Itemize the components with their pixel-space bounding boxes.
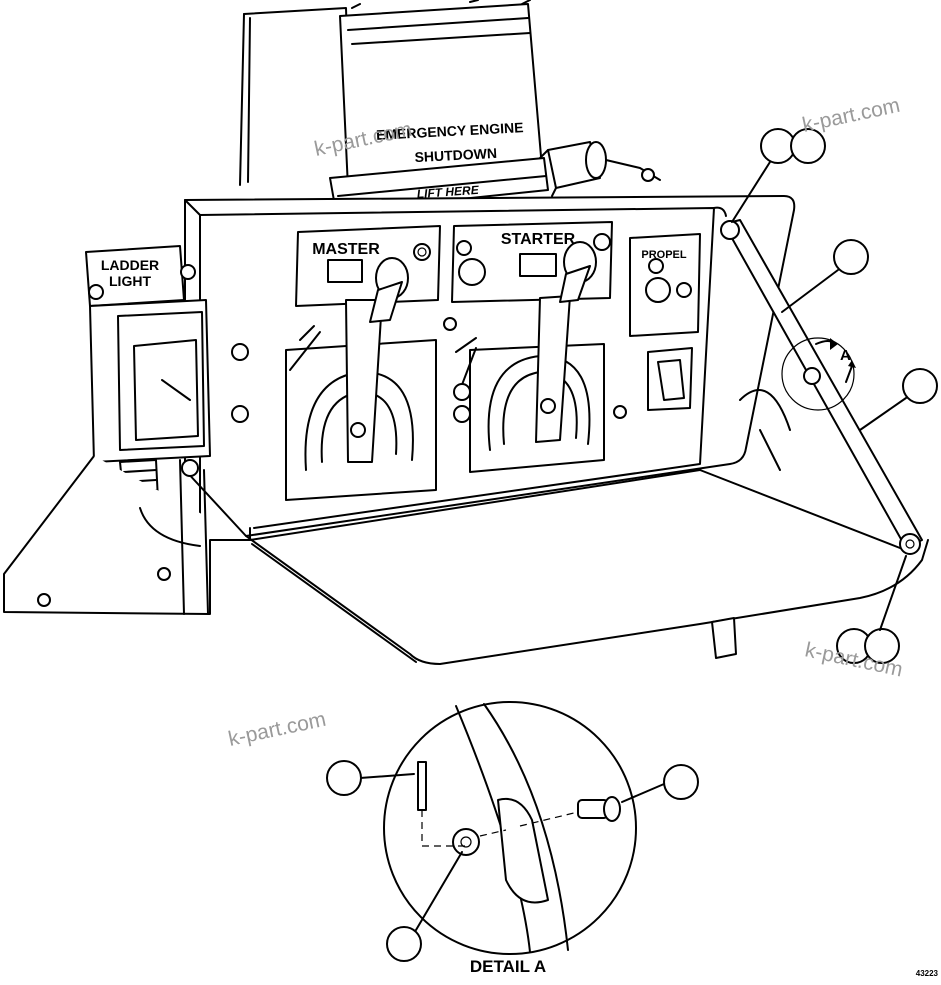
emergency-label-line2: SHUTDOWN — [414, 145, 497, 165]
watermark: k-part.com — [800, 94, 902, 137]
emergency-label-line1: EMERGENCY ENGINE — [376, 119, 524, 143]
propel-panel — [613, 233, 701, 419]
master-label: MASTER — [312, 241, 380, 258]
emergency-shutdown-cover — [239, 0, 549, 213]
support-rods — [720, 219, 923, 555]
tray — [245, 469, 929, 665]
detail-a-marker: A — [781, 337, 856, 411]
starter-switch-panel — [443, 221, 613, 473]
callouts — [326, 128, 938, 962]
watermark: k-part.com — [226, 708, 328, 751]
callout-7 — [326, 760, 362, 796]
callout-2 — [790, 128, 826, 164]
lift-here-label: LIFT HERE — [416, 183, 480, 201]
callout-8 — [663, 764, 699, 800]
master-switch-panel — [285, 225, 441, 501]
ladder-label-line1: LADDER — [101, 257, 159, 273]
detail-a-title: DETAIL A — [470, 957, 546, 976]
callout-1 — [760, 128, 796, 164]
starter-label: STARTER — [501, 231, 576, 248]
callout-9 — [386, 926, 422, 962]
propel-label: PROPEL — [641, 249, 687, 261]
callout-4 — [902, 368, 938, 404]
callout-3 — [833, 239, 869, 275]
callout-6 — [864, 628, 900, 664]
drawing-number: 43223 — [916, 969, 939, 978]
ladder-label-line2: LIGHT — [109, 273, 151, 289]
labels: EMERGENCY ENGINE SHUTDOWN LIFT HERE LADD… — [101, 119, 939, 978]
detail-a-letter: A — [840, 347, 851, 364]
ladder-light-box — [85, 245, 211, 503]
mounting-bracket — [3, 343, 250, 615]
cable-connector — [539, 141, 661, 197]
detail-a-view — [359, 701, 665, 955]
